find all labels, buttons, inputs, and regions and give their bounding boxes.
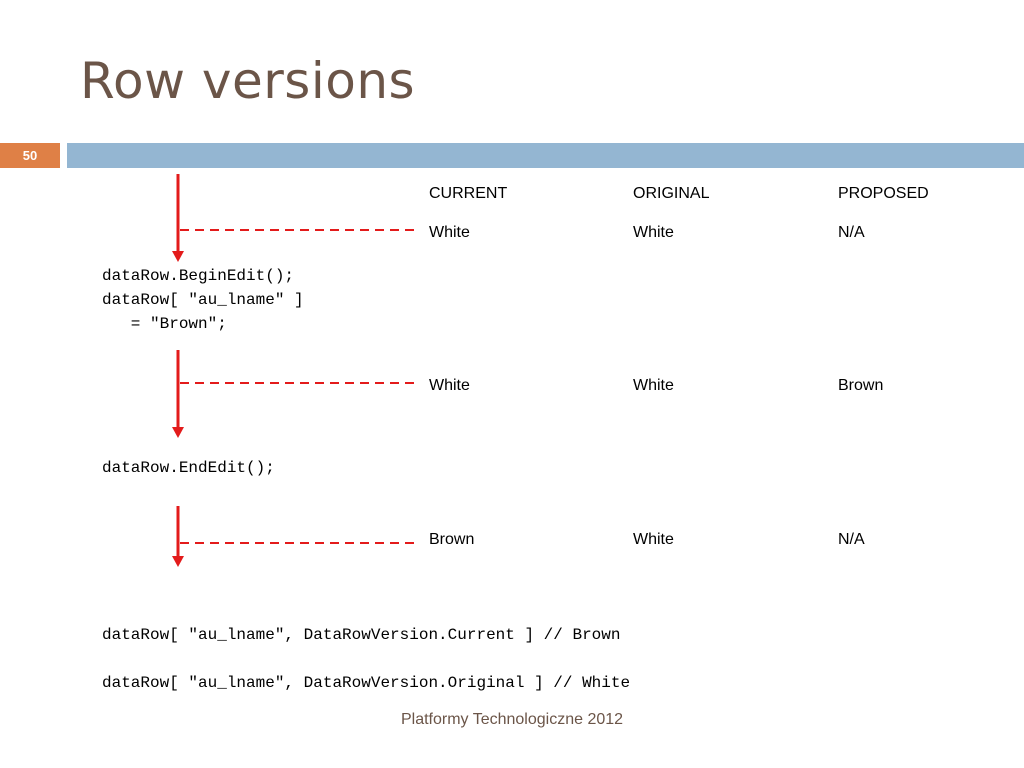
state-1-proposed: N/A	[838, 224, 865, 241]
state-3-proposed: N/A	[838, 531, 865, 548]
column-header-original: ORIGINAL	[633, 185, 710, 202]
state-2-original: White	[633, 377, 674, 394]
state-3-original: White	[633, 531, 674, 548]
state-1-current: White	[429, 224, 470, 241]
state-1-original: White	[633, 224, 674, 241]
slide-title: Row versions	[80, 52, 416, 110]
code-access-original: dataRow[ "au_lname", DataRowVersion.Orig…	[102, 674, 631, 692]
state-2-proposed: Brown	[838, 377, 884, 394]
column-header-proposed: PROPOSED	[838, 185, 929, 202]
state-2-current: White	[429, 377, 470, 394]
state-3-current: Brown	[429, 531, 475, 548]
arrow-3	[172, 506, 418, 567]
slide-number: 50	[0, 143, 60, 168]
code-begin-edit: dataRow.BeginEdit(); dataRow[ "au_lname"…	[102, 267, 304, 333]
code-access-current: dataRow[ "au_lname", DataRowVersion.Curr…	[102, 626, 621, 644]
arrow-2	[172, 350, 418, 438]
arrow-1	[172, 174, 418, 262]
code-end-edit: dataRow.EndEdit();	[102, 459, 275, 477]
header-band	[67, 143, 1024, 168]
column-header-current: CURRENT	[429, 185, 508, 202]
slide-footer: Platformy Technologiczne 2012	[400, 711, 624, 728]
